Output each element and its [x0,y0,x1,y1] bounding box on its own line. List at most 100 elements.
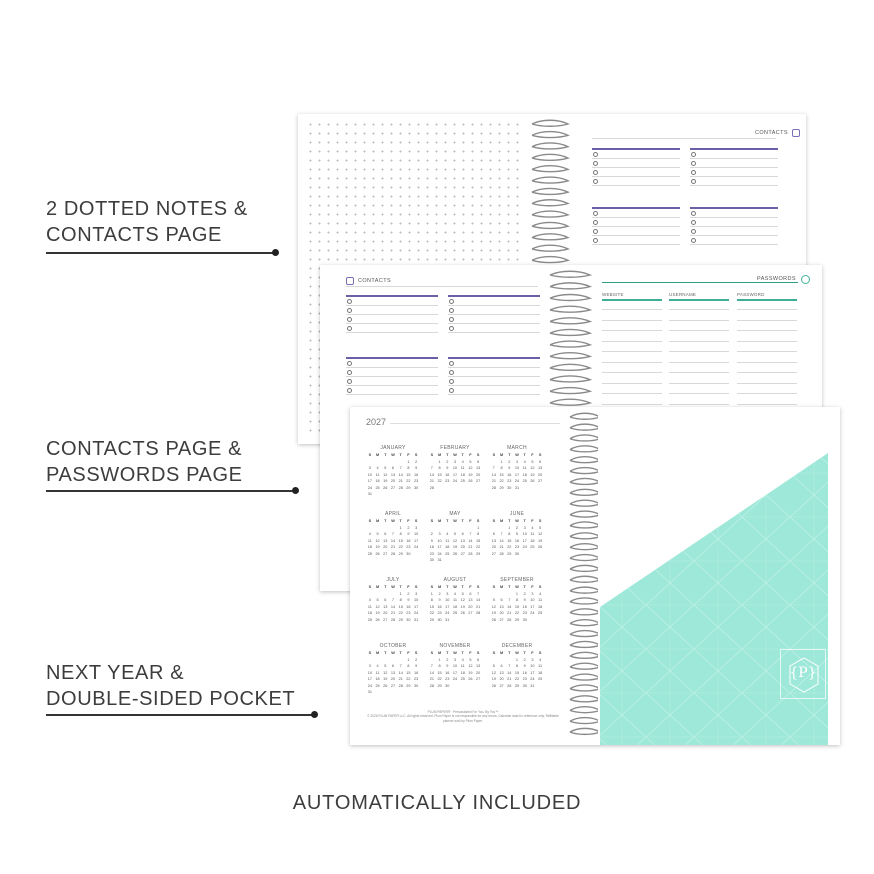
day-cell: 29 [429,617,434,622]
day-cell: 10 [452,466,458,471]
day-cell: 29 [398,617,403,622]
day-blank [428,460,436,464]
day-cell: 3 [368,466,371,471]
contacts-icon [792,129,800,137]
day-cell: 20 [460,545,465,550]
coil-ring [549,293,592,302]
day-cell: 8 [515,598,519,603]
email-icon [593,179,598,184]
day-cell: 13 [476,466,481,471]
day-blank [490,658,498,662]
weekday-label: T [523,651,526,655]
day-cell: 25 [367,551,372,556]
day-blank [389,526,397,530]
day-cell: 23 [414,479,419,484]
footer-brand: PLUM PAPER® · Personalized For You, By Y… [427,710,499,714]
day-cell: 19 [468,472,473,477]
day-cell: 5 [492,598,495,603]
weekday-label: M [499,651,504,655]
contact-name-rule [592,207,680,209]
weekday-label: T [523,585,526,589]
day-cell: 3 [453,658,457,662]
day-cell: 3 [415,592,418,596]
day-cell: 8 [399,598,402,603]
day-cell: 30 [406,617,411,622]
contact-line [690,235,778,236]
day-cell: 30 [507,485,512,490]
day-cell: 16 [445,670,450,675]
day-cell: 21 [499,545,504,550]
weekday-label: S [492,651,496,655]
day-cell: 4 [461,460,464,464]
day-cell: 7 [477,592,480,596]
coil-ring [569,662,602,670]
day-cell: 6 [384,598,387,603]
month-name: JUNE [509,511,525,517]
day-cell: 23 [406,611,411,616]
coil-ring [531,130,570,139]
password-line [602,309,662,310]
weekday-label: S [538,453,542,457]
day-cell: 5 [453,532,457,537]
day-cell: 29 [514,683,520,688]
day-cell: 3 [415,526,418,530]
day-cell: 31 [530,683,535,688]
day-cell: 26 [375,551,380,556]
weekday-label: W [391,453,395,457]
day-cell: 13 [390,472,396,477]
day-cell: 14 [429,670,434,675]
day-cell: 17 [367,479,372,484]
day-cell: 13 [383,604,388,609]
day-cell: 4 [539,592,542,596]
footer-caption: AUTOMATICALLY INCLUDED [292,792,582,814]
day-cell: 7 [430,664,433,669]
day-cell: 25 [538,611,543,616]
callout-line-1: 2 DOTTED NOTES & [46,198,248,220]
day-cell: 9 [407,598,410,603]
day-cell: 23 [429,551,434,556]
day-cell: 10 [367,670,372,675]
day-cell: 12 [383,670,388,675]
coil-ring [569,445,602,453]
day-cell: 27 [383,617,388,622]
day-cell: 13 [538,466,543,471]
contact-line [448,314,540,315]
day-cell: 10 [437,538,442,543]
weekday-label: F [469,519,472,523]
contact-line [592,185,680,186]
email-icon [449,388,454,393]
day-cell: 7 [492,466,495,471]
day-cell: 7 [500,532,503,537]
day-cell: 16 [437,604,442,609]
day-cell: 20 [383,545,388,550]
day-cell: 23 [414,677,419,682]
day-cell: 30 [429,557,434,562]
weekday-label: W [453,651,457,655]
weekday-label: F [469,585,472,589]
password-line [669,403,729,405]
globe-icon [801,275,810,284]
phone-icon [449,308,454,313]
day-cell: 25 [445,551,450,556]
weekday-label: W [515,585,519,589]
contact-line [690,226,778,227]
day-cell: 30 [514,551,520,556]
weekday-label: S [476,651,480,655]
day-cell: 6 [384,532,387,537]
day-cell: 26 [530,479,535,484]
day-cell: 9 [446,466,449,471]
day-cell: 9 [407,532,410,537]
home-icon [691,170,696,175]
callout-rule [46,252,274,254]
day-cell: 21 [476,604,481,609]
day-cell: 4 [368,598,371,603]
weekday-label: S [414,585,418,589]
weekday-label: T [399,453,402,457]
day-blank [397,658,405,662]
